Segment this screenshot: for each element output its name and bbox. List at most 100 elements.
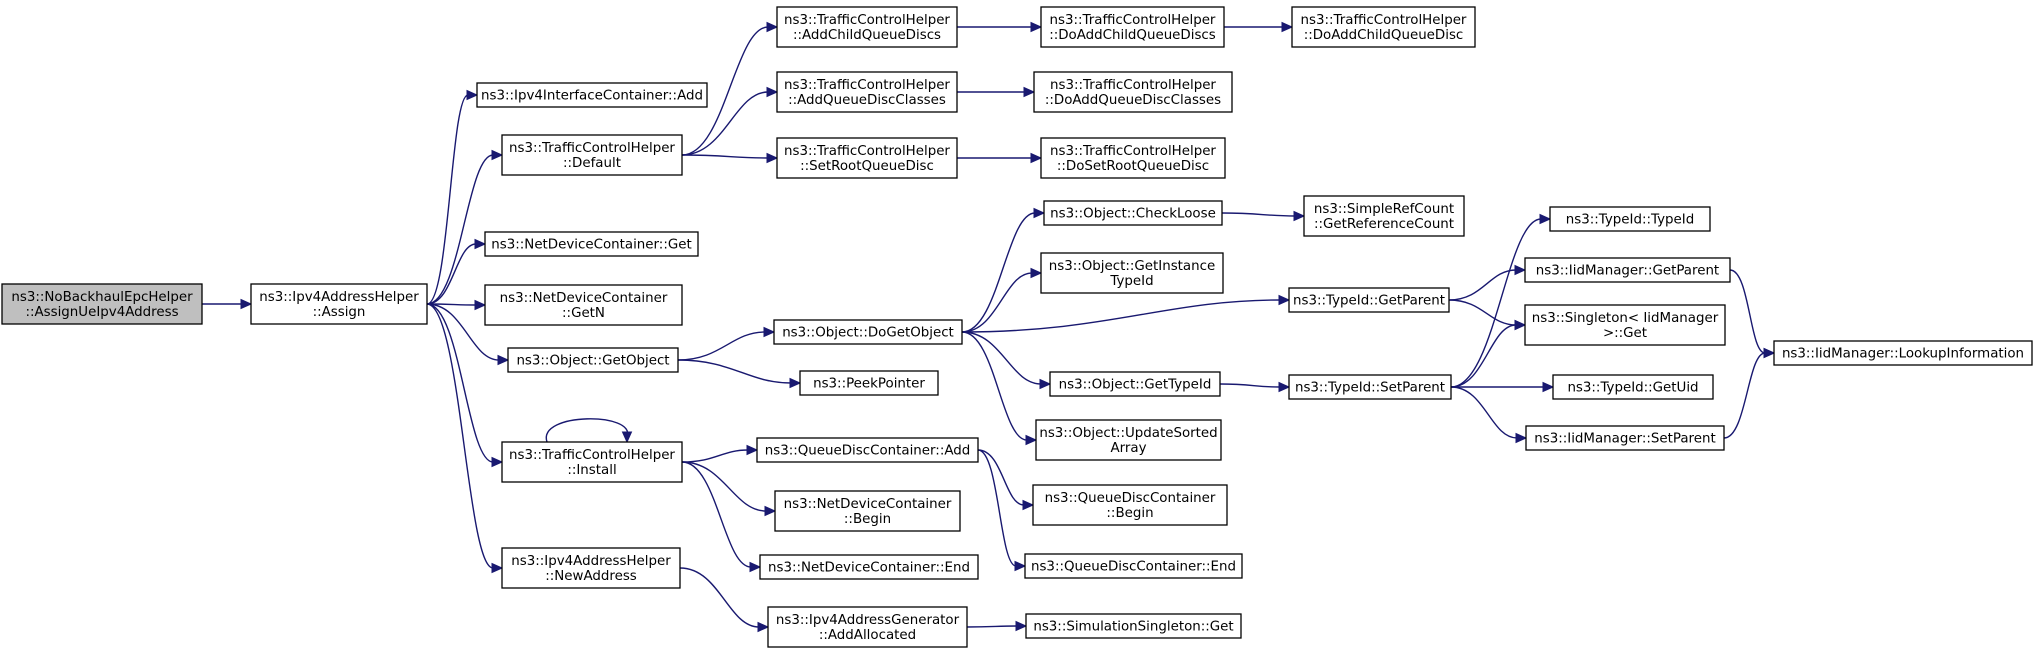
node-lookup[interactable]: ns3::IidManager::LookupInformation — [1773, 340, 2033, 366]
edge-line — [1450, 218, 1542, 388]
call-edge-tid_setparent-to-tid_typeid — [1450, 213, 1552, 388]
node-label: ns3::PeekPointer — [813, 377, 925, 392]
node-label: ns3::TrafficControlHelper — [1050, 144, 1216, 159]
node-root[interactable]: ns3::NoBackhaulEpcHelper::AssignUeIpv4Ad… — [1, 283, 203, 325]
node-ndc_get[interactable]: ns3::NetDeviceContainer::Get — [484, 231, 699, 257]
arrowhead-icon — [789, 377, 802, 389]
node-box — [484, 231, 699, 257]
node-box — [1773, 340, 2033, 366]
call-edge-qdc_add-to-qdc_end — [977, 449, 1027, 572]
node-label: ns3::TrafficControlHelper — [784, 13, 950, 28]
arrowhead-icon — [491, 562, 504, 574]
node-label: ::AddAllocated — [819, 628, 916, 643]
edge-line — [426, 154, 494, 305]
edge-line — [681, 461, 752, 568]
node-label: ns3::TypeId::SetParent — [1295, 381, 1445, 396]
node-addclasses[interactable]: ns3::TrafficControlHelper::AddQueueDiscC… — [776, 71, 958, 113]
node-checkloose[interactable]: ns3::Object::CheckLoose — [1043, 200, 1223, 226]
node-tch_default[interactable]: ns3::TrafficControlHelper::Default — [501, 134, 683, 176]
node-addchild[interactable]: ns3::TrafficControlHelper::AddChildQueue… — [776, 6, 958, 48]
node-label: Array — [1110, 441, 1146, 456]
call-edge-assign-to-newaddress — [426, 303, 504, 574]
edge-line — [1450, 386, 1518, 439]
node-allocated[interactable]: ns3::Ipv4AddressGenerator::AddAllocated — [767, 606, 968, 648]
call-edge-qdc_add-to-qdc_begin — [977, 449, 1035, 511]
node-label: ns3::TypeId::GetUid — [1567, 381, 1698, 396]
node-iid_getparent[interactable]: ns3::IidManager::GetParent — [1524, 257, 1731, 283]
node-ndc_begin[interactable]: ns3::NetDeviceContainer::Begin — [774, 490, 961, 532]
node-dogetobject[interactable]: ns3::Object::DoGetObject — [773, 319, 963, 345]
node-iid_setparent[interactable]: ns3::IidManager::SetParent — [1525, 425, 1725, 451]
node-tid_getuid[interactable]: ns3::TypeId::GetUid — [1552, 374, 1714, 400]
edge-line — [961, 331, 1028, 441]
node-box — [250, 283, 428, 325]
edge-line — [1448, 269, 1517, 301]
node-dosetroot[interactable]: ns3::TrafficControlHelper::DoSetRootQueu… — [1040, 137, 1226, 179]
node-box — [1524, 304, 1726, 346]
node-singleton_get[interactable]: ns3::Singleton< IidManager >::Get — [1524, 304, 1726, 346]
call-edge-doaddchildren-to-doaddchild — [1224, 21, 1294, 33]
node-label: ns3::Object::GetInstance — [1049, 259, 1215, 274]
call-edge-tch_install-to-qdc_add — [681, 444, 759, 463]
node-label: ns3::Object::DoGetObject — [782, 326, 954, 341]
node-label: ns3::SimulationSingleton::Get — [1033, 620, 1233, 635]
node-qdc_begin[interactable]: ns3::QueueDiscContainer::Begin — [1032, 484, 1228, 526]
edge-line — [961, 331, 1042, 385]
node-box — [507, 347, 679, 373]
node-label: ns3::TrafficControlHelper — [784, 144, 950, 159]
node-getrefcount[interactable]: ns3::SimpleRefCount::GetReferenceCount — [1303, 195, 1465, 237]
edge-line — [1450, 324, 1517, 388]
node-setroot[interactable]: ns3::TrafficControlHelper::SetRootQueueD… — [776, 137, 958, 179]
call-edge-assign-to-getobject — [426, 303, 510, 366]
node-label: ::DoAddChildQueueDisc — [1304, 28, 1464, 43]
arrowhead-icon — [1293, 210, 1306, 222]
node-ifc_add[interactable]: ns3::Ipv4InterfaceContainer::Add — [476, 82, 708, 108]
node-box — [1040, 137, 1226, 179]
node-ndc_getn[interactable]: ns3::NetDeviceContainer::GetN — [484, 284, 683, 326]
node-tid_setparent[interactable]: ns3::TypeId::SetParent — [1288, 374, 1452, 400]
node-label: ::Install — [567, 463, 616, 478]
node-getobject[interactable]: ns3::Object::GetObject — [507, 347, 679, 373]
edge-line — [426, 303, 494, 569]
node-gettypeid[interactable]: ns3::Object::GetTypeId — [1049, 371, 1221, 397]
node-assign[interactable]: ns3::Ipv4AddressHelper::Assign — [250, 283, 428, 325]
node-tid_typeid[interactable]: ns3::TypeId::TypeId — [1549, 206, 1711, 232]
call-edge-iid_setparent-to-lookup — [1723, 347, 1776, 439]
node-doaddclasses[interactable]: ns3::TrafficControlHelper::DoAddQueueDis… — [1033, 71, 1233, 113]
arrowhead-icon — [1030, 21, 1043, 33]
node-label: ns3::Object::GetTypeId — [1059, 378, 1212, 393]
arrowhead-icon — [1515, 432, 1528, 444]
node-label: >::Get — [1603, 326, 1647, 341]
edge-line — [677, 331, 766, 361]
call-edge-tch_default-to-addchild — [681, 21, 779, 156]
node-label: ns3::IidManager::SetParent — [1534, 432, 1716, 447]
node-label: ns3::TypeId::TypeId — [1566, 213, 1694, 228]
node-simsingleton[interactable]: ns3::SimulationSingleton::Get — [1025, 613, 1242, 639]
node-tch_install[interactable]: ns3::TrafficControlHelper::Install — [501, 441, 683, 483]
arrowhead-icon — [1030, 152, 1043, 164]
node-tid_getparent[interactable]: ns3::TypeId::GetParent — [1288, 287, 1450, 313]
node-doaddchild[interactable]: ns3::TrafficControlHelper::DoAddChildQue… — [1291, 6, 1476, 48]
call-edge-dogetobject-to-updatesorted — [961, 331, 1038, 446]
node-label: ::DoAddChildQueueDiscs — [1049, 28, 1216, 43]
node-box — [1288, 287, 1450, 313]
node-newaddress[interactable]: ns3::Ipv4AddressHelper::NewAddress — [501, 547, 681, 589]
node-box — [1043, 200, 1223, 226]
arrowhead-icon — [766, 86, 779, 98]
edge-line — [977, 449, 1017, 567]
node-ndc_end[interactable]: ns3::NetDeviceContainer::End — [759, 554, 979, 580]
node-box — [1288, 374, 1452, 400]
call-edges — [201, 21, 1776, 633]
node-label: ::NewAddress — [545, 569, 637, 584]
call-edge-root-to-assign — [201, 298, 253, 310]
node-peek[interactable]: ns3::PeekPointer — [799, 370, 939, 396]
node-qdc_end[interactable]: ns3::QueueDiscContainer::End — [1024, 553, 1243, 579]
node-doaddchildren[interactable]: ns3::TrafficControlHelper::DoAddChildQue… — [1040, 6, 1225, 48]
edge-line — [426, 303, 500, 361]
node-box — [1024, 553, 1243, 579]
arrowhead-icon — [1539, 213, 1552, 225]
node-qdc_add[interactable]: ns3::QueueDiscContainer::Add — [756, 437, 979, 463]
node-label: ns3::TrafficControlHelper — [509, 141, 675, 156]
